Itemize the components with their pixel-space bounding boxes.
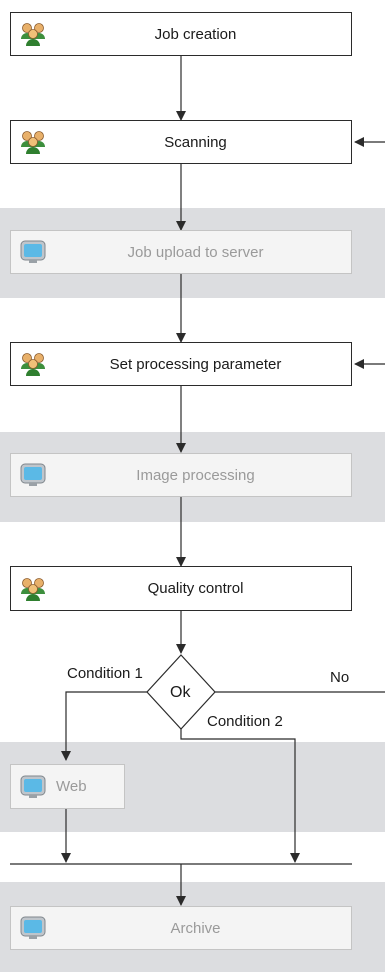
monitor-icon: [20, 916, 46, 939]
step-image-processing: Image processing: [10, 453, 352, 497]
step-job-creation-label: Job creation: [154, 25, 237, 43]
people-group-icon: [21, 131, 45, 154]
condition1-label: Condition 1: [67, 665, 143, 682]
step-quality-control-label: Quality control: [147, 580, 244, 597]
step-job-upload: Job upload to server: [10, 230, 352, 274]
step-job-upload-label: Job upload to server: [127, 243, 264, 261]
monitor-icon: [20, 240, 46, 263]
step-archive: Archive: [10, 906, 352, 950]
condition2-label: Condition 2: [207, 713, 283, 730]
decision-diamond: [146, 654, 216, 730]
step-image-processing-label: Image processing: [136, 466, 255, 484]
monitor-icon: [20, 775, 46, 798]
step-web: Web: [10, 764, 125, 809]
step-scanning: Scanning: [10, 120, 352, 164]
step-quality-control: Quality control: [10, 566, 352, 611]
no-label: No: [330, 669, 350, 686]
people-group-icon: [21, 577, 45, 601]
step-set-parameter-label: Set processing parameter: [109, 355, 282, 373]
monitor-icon: [20, 463, 46, 486]
people-group-icon: [21, 23, 45, 46]
people-group-icon: [21, 353, 45, 376]
decision-label: Ok: [170, 684, 191, 701]
step-web-label: Web: [56, 778, 87, 795]
step-scanning-label: Scanning: [164, 133, 227, 151]
step-job-creation: Job creation: [10, 12, 352, 56]
step-archive-label: Archive: [170, 919, 221, 937]
step-set-parameter: Set processing parameter: [10, 342, 352, 386]
